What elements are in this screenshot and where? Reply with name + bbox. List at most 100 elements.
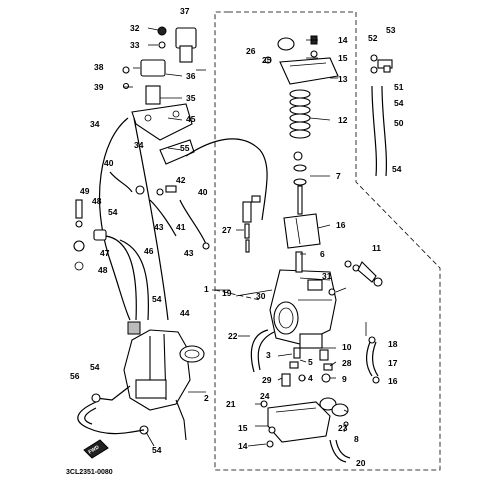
callout-52: 52 [368,33,378,43]
callout-40b: 40 [198,187,208,197]
vent-hose-40a [109,171,133,193]
callout-37: 37 [180,6,190,16]
callout-6: 6 [320,249,325,259]
callout-8: 8 [354,434,359,444]
callout-28: 28 [342,358,352,368]
callout-54a: 54 [108,207,118,217]
jet-group [281,347,333,387]
jet-parts-27 [242,195,261,253]
callout-43b: 43 [184,248,194,258]
callout-labels: 32 33 37 38 39 36 35 45 34 34 55 40 42 4… [70,6,404,468]
drain-hose-56 [77,401,145,435]
hose-22b [257,331,275,371]
callout-50: 50 [394,118,404,128]
clip-43 [202,242,210,250]
callout-32: 32 [130,23,140,33]
callout-39: 39 [94,82,104,92]
callout-48: 48 [92,196,102,206]
callout-56: 56 [70,371,80,381]
callout-29: 29 [262,375,272,385]
vent-hose-41 [149,199,177,237]
callout-34a: 34 [90,119,100,129]
carburetor-body [269,251,337,349]
callout-21: 21 [226,399,236,409]
callout-54d: 54 [152,294,162,304]
callout-27: 27 [222,225,232,235]
callout-3: 3 [266,350,271,360]
overflow-hose-20b [335,439,351,459]
callout-25: 25 [262,55,272,65]
callout-36: 36 [186,71,196,81]
callout-20: 20 [356,458,366,468]
callout-49: 49 [80,186,90,196]
hose-22 [250,329,269,373]
idle-screw-group [73,199,107,271]
callout-54e: 54 [90,362,100,372]
callout-17: 17 [388,358,398,368]
callout-9: 9 [342,374,347,384]
callout-19: 19 [222,288,232,298]
clip-16 [372,376,380,384]
callout-34b: 34 [134,140,144,150]
callout-40a: 40 [104,158,114,168]
float-bowl-group [260,397,349,448]
clip-18 [368,336,376,344]
callout-31: 31 [322,271,332,281]
callout-26: 26 [246,46,256,56]
callout-15b: 15 [238,423,248,433]
callout-16b: 16 [388,376,398,386]
callout-15a: 15 [338,53,348,63]
dashed-group-outline [214,11,441,471]
drawing-code: 3CL2351-0080 [66,469,113,476]
callout-10: 10 [342,342,352,352]
callout-47: 47 [100,248,110,258]
throttle-cable-right [133,117,169,321]
callout-23: 23 [338,423,348,433]
carb-top-parts [264,35,339,249]
callout-45: 45 [186,114,196,124]
callout-33: 33 [130,40,140,50]
callout-54f: 54 [152,445,162,455]
callout-7: 7 [336,171,341,181]
overflow-hose-20 [329,439,347,463]
callout-24: 24 [260,391,270,401]
hot-start-cable [185,138,268,221]
vent-joint-group [370,54,393,74]
callout-41: 41 [176,222,186,232]
callout-1: 1 [204,284,209,294]
callout-44: 44 [180,308,190,318]
callout-11: 11 [372,243,381,253]
joint-parts-42 [135,185,177,196]
drain-hose-56b [84,407,97,425]
callout-42: 42 [176,175,186,185]
throttle-cable-left [98,117,131,321]
throttle-spring-12 [289,89,311,139]
callout-38: 38 [94,62,104,72]
callout-4: 4 [308,373,313,383]
leader-lines [123,27,367,447]
callout-14a: 14 [338,35,348,45]
hose-46 [105,235,137,321]
callout-22: 22 [228,331,238,341]
fwd-label: FWD [88,444,101,455]
vent-hose-40b [179,199,207,245]
callout-30: 30 [256,291,266,301]
throttle-sensor-group [122,26,197,165]
callout-2: 2 [204,393,209,403]
hose-17 [365,341,373,377]
callout-5: 5 [308,357,313,367]
callout-43a: 43 [154,222,164,232]
callout-54c: 54 [392,164,402,174]
callout-46: 46 [144,246,154,256]
callout-51: 51 [394,82,404,92]
fwd-mark: FWD [83,439,109,459]
callout-12: 12 [338,115,348,125]
hose-50 [371,85,377,177]
hose-50b [381,85,387,177]
carburetor-assembly-left [91,321,205,441]
hose-46b [119,239,149,321]
callout-14b: 14 [238,441,248,451]
hose-17b [371,341,379,377]
callout-55: 55 [180,143,190,153]
